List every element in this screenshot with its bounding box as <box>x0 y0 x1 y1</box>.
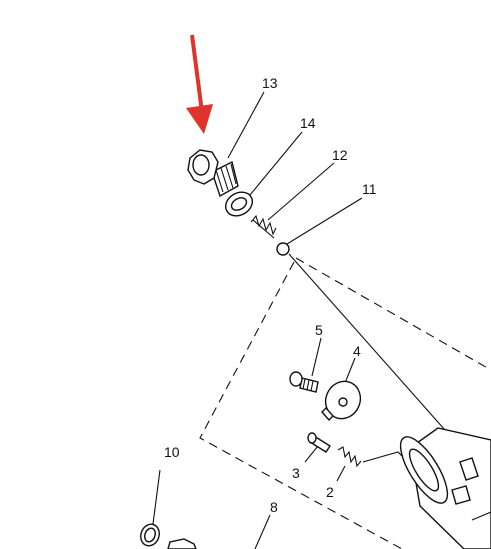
callout-12: 12 <box>332 147 348 163</box>
housing-window <box>451 485 471 505</box>
callout-8: 8 <box>270 499 278 515</box>
callout-13: 13 <box>262 75 278 91</box>
leader-4 <box>344 357 356 384</box>
shaft-end <box>167 538 197 549</box>
leader-2 <box>336 465 346 482</box>
housing-bore <box>408 448 440 492</box>
callout-10: 10 <box>164 444 180 460</box>
thread-lines <box>215 163 237 193</box>
pin-head <box>307 432 317 444</box>
small-spring-coils <box>337 446 362 468</box>
red-arrow-icon <box>186 34 213 134</box>
leader-3 <box>304 445 319 463</box>
callout-4: 4 <box>353 343 361 359</box>
leader-14 <box>249 131 303 196</box>
part-11-ball <box>276 242 290 256</box>
screw-head <box>289 371 303 387</box>
part-13-plug-bolt <box>187 149 239 198</box>
housing-detail-line <box>471 511 491 521</box>
dashed-outline-right <box>295 257 491 371</box>
dashed-outline-left <box>199 261 403 549</box>
part-14-washer <box>224 191 254 217</box>
washer-inner <box>230 197 248 211</box>
part-3-pin <box>307 432 331 453</box>
callout-3: 3 <box>292 465 300 481</box>
circlip-inner <box>144 527 156 543</box>
part-10-circlip <box>140 523 160 547</box>
spring-coils <box>250 214 277 236</box>
part-5-screw <box>289 371 319 393</box>
plate-tab <box>321 406 334 422</box>
housing-body <box>399 427 491 549</box>
callout-5: 5 <box>315 322 323 338</box>
screw-threads <box>302 378 314 392</box>
part-4-plate <box>321 380 362 422</box>
plate-hole <box>338 397 348 407</box>
part-8-shaft <box>167 538 197 549</box>
part-12-spring <box>250 214 277 239</box>
bolt-head-face <box>192 154 210 176</box>
spring-to-housing-line <box>362 451 405 463</box>
leader-8 <box>254 514 271 549</box>
arrow-head <box>186 104 213 134</box>
leader-13 <box>227 91 265 159</box>
assembly-axis-line <box>288 253 469 457</box>
leader-10 <box>152 469 161 525</box>
leader-5 <box>311 337 322 377</box>
leader-12 <box>267 162 335 221</box>
housing-slot <box>459 457 479 481</box>
arrow-shaft <box>190 34 204 113</box>
callout-14: 14 <box>300 115 316 131</box>
part-2-spring <box>337 446 362 468</box>
spring-axis <box>252 219 275 239</box>
callout-11: 11 <box>362 181 377 197</box>
callout-2: 2 <box>326 484 334 500</box>
leader-11 <box>286 197 363 245</box>
